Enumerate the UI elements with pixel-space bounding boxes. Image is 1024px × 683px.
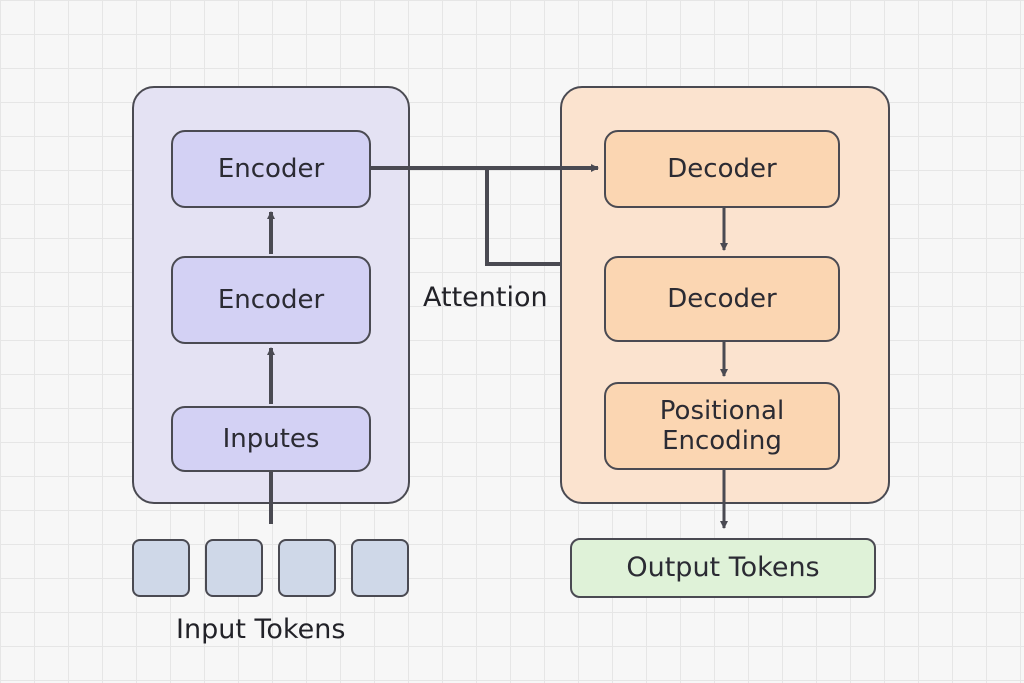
encoder-block-top: Encoder: [171, 130, 371, 208]
output-tokens-block: Output Tokens: [570, 538, 876, 598]
decoder-block-top: Decoder: [604, 130, 840, 208]
attention-label: Attention: [423, 282, 548, 313]
input-tokens-label: Input Tokens: [176, 614, 346, 645]
input-token: [278, 539, 336, 597]
inputs-block: Inputes: [171, 406, 371, 472]
positional-encoding-block: Positional Encoding: [604, 382, 840, 470]
input-token: [205, 539, 263, 597]
decoder-block-bottom: Decoder: [604, 256, 840, 342]
attention-connector: [485, 168, 560, 266]
input-token: [132, 539, 190, 597]
encoder-block-bottom: Encoder: [171, 256, 371, 344]
input-token: [351, 539, 409, 597]
